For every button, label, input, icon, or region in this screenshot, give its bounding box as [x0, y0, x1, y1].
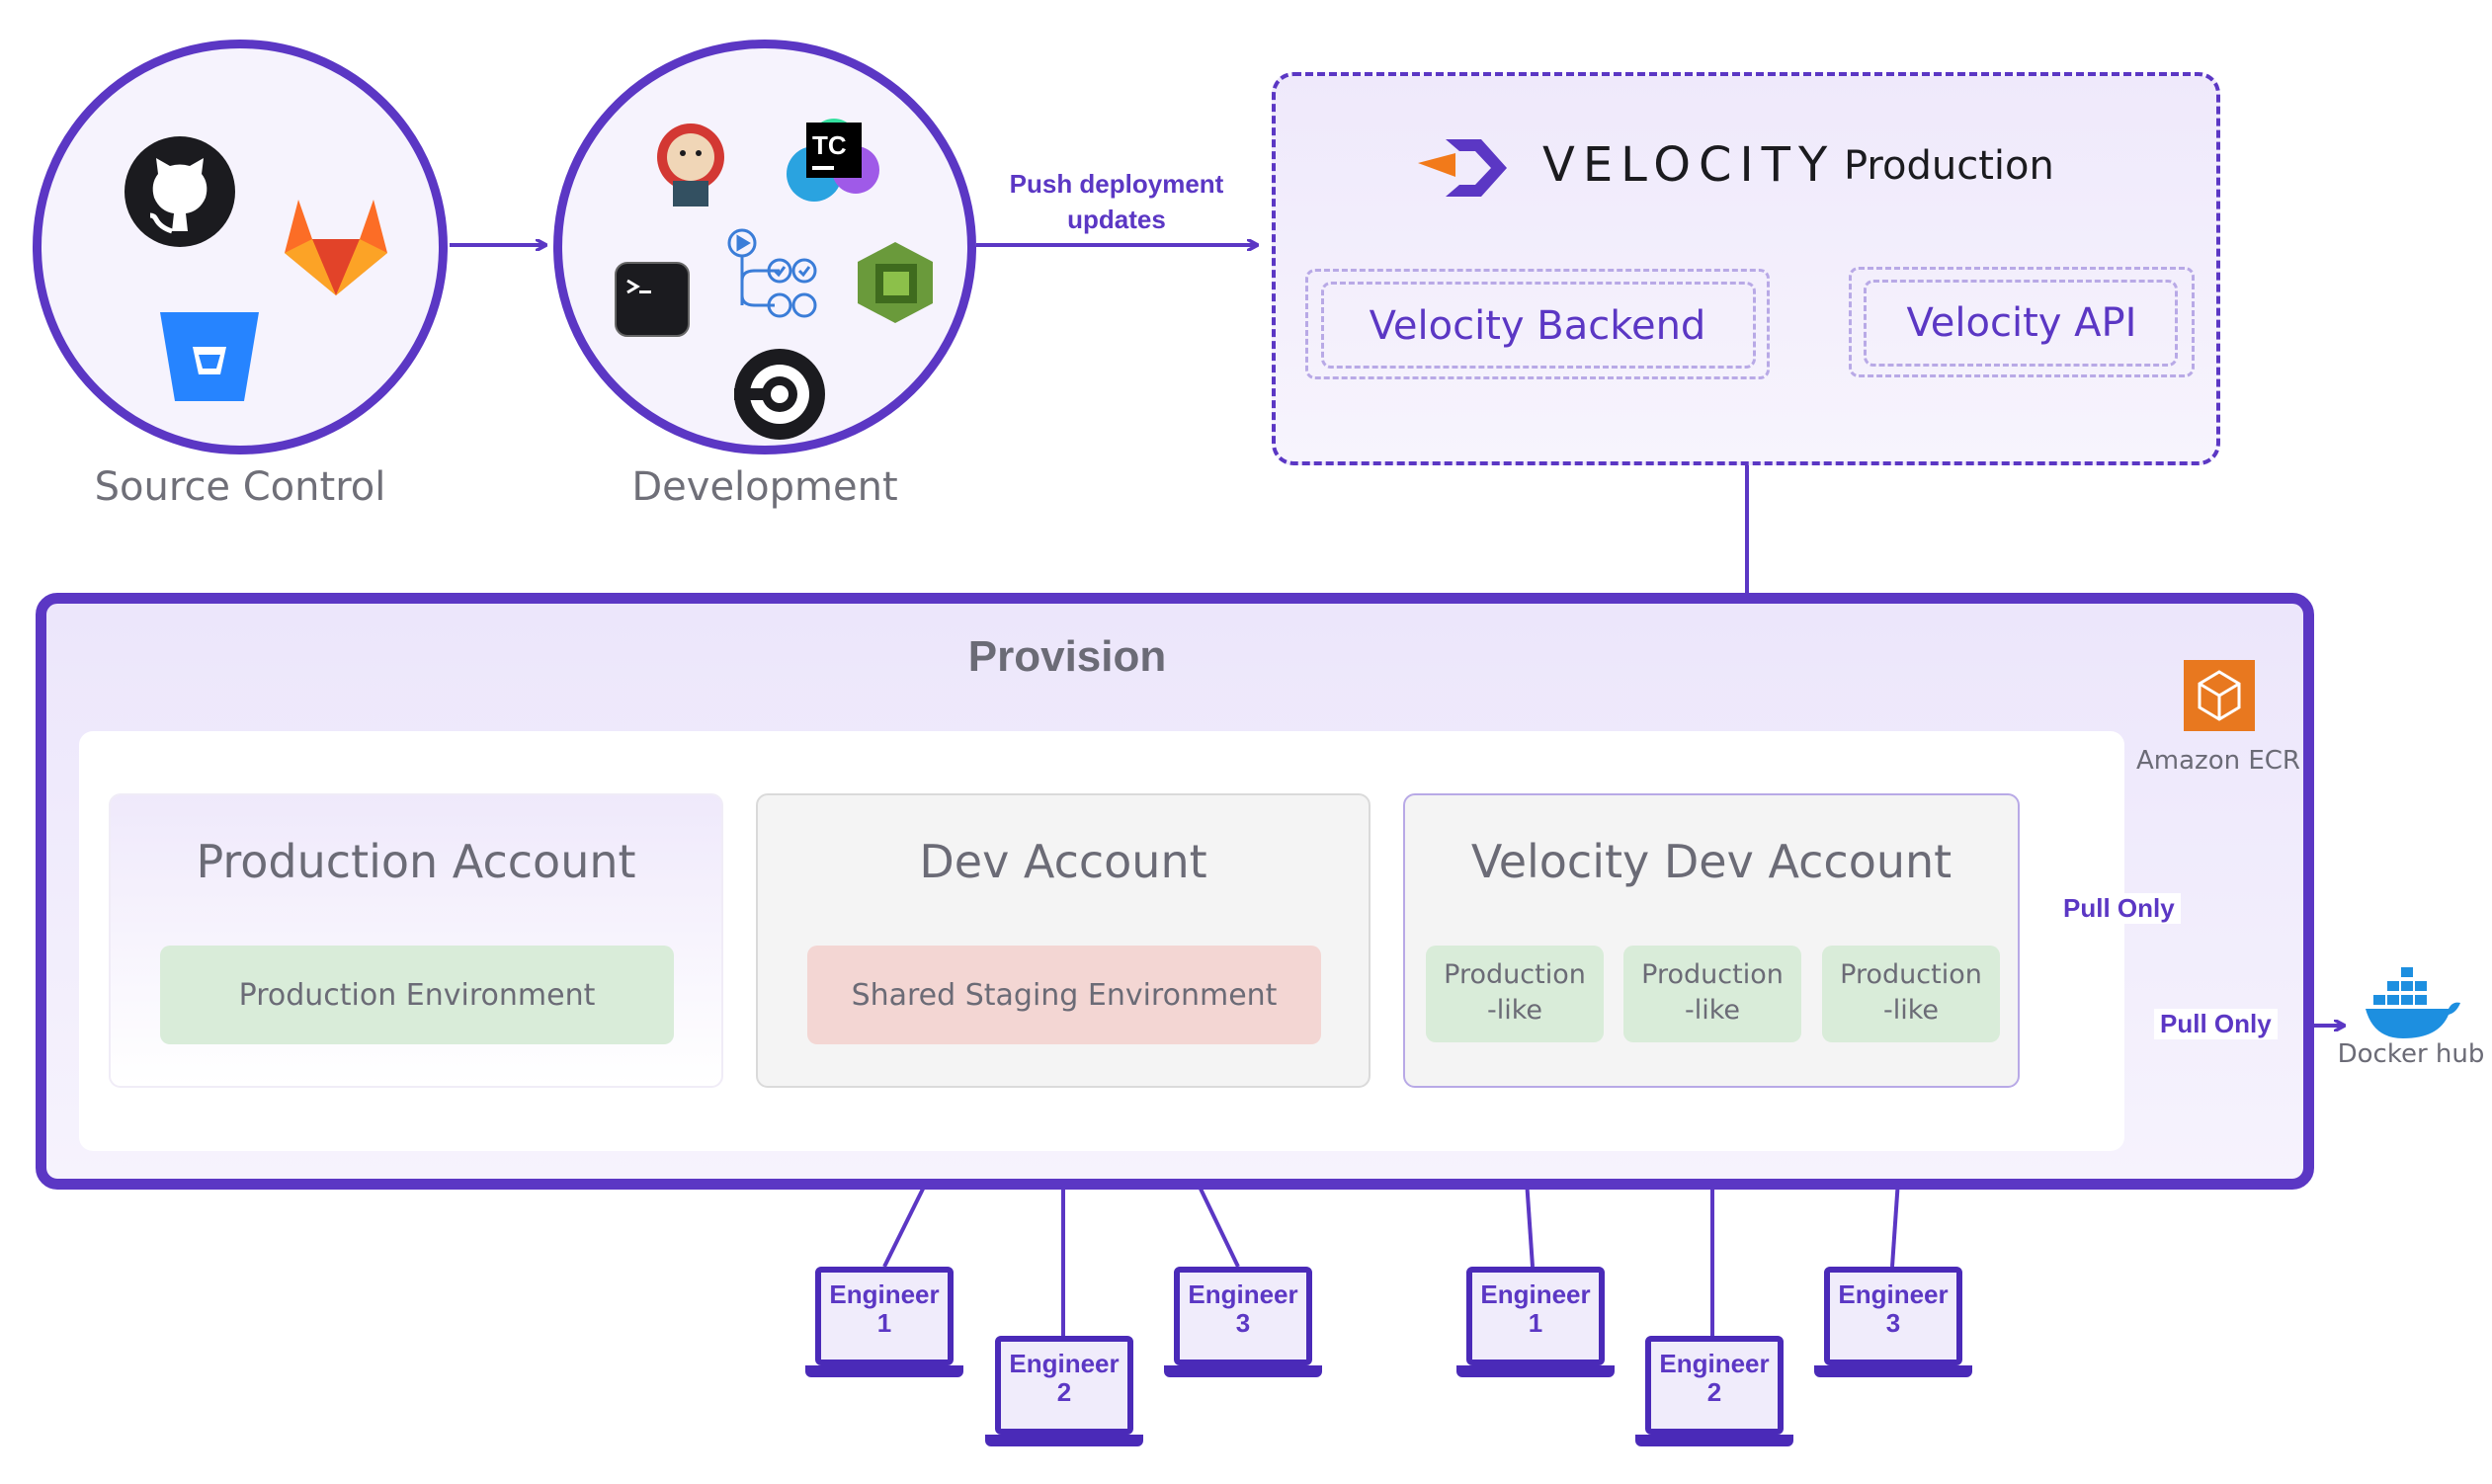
- teamcity-icon: TC: [787, 119, 879, 202]
- api-dash-inner: [1864, 280, 2178, 367]
- production-account: Production Account Production Environmen…: [109, 793, 723, 1088]
- production-like-env-1: Production -like: [1426, 946, 1604, 1042]
- engineer-number: 3: [1235, 1308, 1251, 1338]
- pipeline-icon: [727, 228, 817, 318]
- laptop-base: [805, 1365, 963, 1377]
- velocity-logo-text: VELOCITY: [1542, 137, 1836, 193]
- velocity-dev-account: Velocity Dev Account: [1403, 793, 2020, 1088]
- production-environment: Production Environment: [160, 946, 674, 1044]
- pull-only-ecr-label: Pull Only: [2057, 893, 2181, 924]
- aws-codebuild-icon: [858, 242, 933, 323]
- engineer-number: 3: [1885, 1308, 1901, 1338]
- production-like-env-3: Production -like: [1822, 946, 2000, 1042]
- laptop-screen: [1824, 1267, 1962, 1365]
- production-account-title: Production Account: [196, 835, 636, 888]
- engineer-name: Engineer: [1009, 1349, 1120, 1378]
- development-circle: TC: [553, 40, 976, 454]
- velocity-logo-icon: [1418, 139, 1507, 197]
- production-like-1-line1: Production: [1444, 959, 1586, 990]
- shared-staging-environment: Shared Staging Environment: [807, 946, 1321, 1044]
- engineer-name: Engineer: [1480, 1279, 1591, 1309]
- production-like-3-line2: -like: [1882, 995, 1940, 1026]
- engineer-number: 1: [876, 1308, 892, 1338]
- engineer-number: 2: [1056, 1377, 1072, 1407]
- source-control-caption: Source Control: [94, 464, 386, 510]
- production-like-1-line2: -like: [1486, 995, 1543, 1026]
- push-label-line1: Push deployment: [1009, 169, 1224, 199]
- laptop-base: [1456, 1365, 1615, 1377]
- velocity-production-box: VELOCITY Production Velocity Backend Vel…: [1272, 72, 2220, 465]
- velocity-api-label: Velocity API: [1906, 300, 2137, 346]
- laptop-base: [985, 1435, 1143, 1446]
- pull-only-docker-label: Pull Only: [2154, 1009, 2278, 1039]
- laptop-base: [1635, 1435, 1793, 1446]
- engineer-name: Engineer: [1188, 1279, 1298, 1309]
- production-like-3-line1: Production: [1840, 959, 1982, 990]
- circleci-icon: [734, 349, 825, 440]
- laptop-base: [1814, 1365, 1972, 1377]
- docker-hub-label: Docker hub: [2337, 1039, 2485, 1069]
- production-like-2-line1: Production: [1641, 959, 1784, 990]
- github-icon: [125, 136, 235, 247]
- amazon-ecr-label: Amazon ECR: [2136, 746, 2300, 776]
- velocity-dev-account-title: Velocity Dev Account: [1470, 835, 1952, 888]
- dev-account: Dev Account Shared Staging Environment: [756, 793, 1371, 1088]
- bitbucket-icon: [160, 312, 259, 401]
- backend-dash-outer: [1305, 269, 1770, 379]
- engineer-number: 1: [1528, 1308, 1543, 1338]
- terminal-icon: [615, 262, 690, 337]
- engineer-number: 2: [1706, 1377, 1722, 1407]
- velocity-backend-label: Velocity Backend: [1369, 303, 1706, 349]
- laptop-screen: [815, 1267, 954, 1365]
- development-caption: Development: [631, 464, 898, 510]
- laptop-base: [1164, 1365, 1322, 1377]
- laptop-screen: [1174, 1267, 1312, 1365]
- amazon-ecr-icon: [2184, 660, 2255, 731]
- gitlab-icon: [285, 200, 387, 295]
- source-control-circle: [33, 40, 448, 454]
- laptop-screen: [995, 1336, 1133, 1435]
- velocity-env-text: Production: [1844, 143, 2054, 189]
- engineer-name: Engineer: [1659, 1349, 1770, 1378]
- laptop-screen: [1466, 1267, 1605, 1365]
- jenkins-icon: [657, 124, 724, 206]
- engineer-name: Engineer: [1838, 1279, 1949, 1309]
- production-like-2-line2: -like: [1684, 995, 1741, 1026]
- push-deployment-label: Push deployment updates: [998, 166, 1235, 237]
- api-dash-outer: [1849, 267, 2195, 377]
- engineer-name: Engineer: [829, 1279, 940, 1309]
- backend-dash-inner: [1321, 282, 1756, 369]
- dev-account-title: Dev Account: [919, 835, 1207, 888]
- docker-icon: [2366, 967, 2460, 1038]
- laptop-screen: [1645, 1336, 1784, 1435]
- provision-title: Provision: [967, 632, 1167, 681]
- svg-text:TC: TC: [812, 130, 847, 160]
- production-like-env-2: Production -like: [1623, 946, 1801, 1042]
- push-label-line2: updates: [1067, 205, 1166, 234]
